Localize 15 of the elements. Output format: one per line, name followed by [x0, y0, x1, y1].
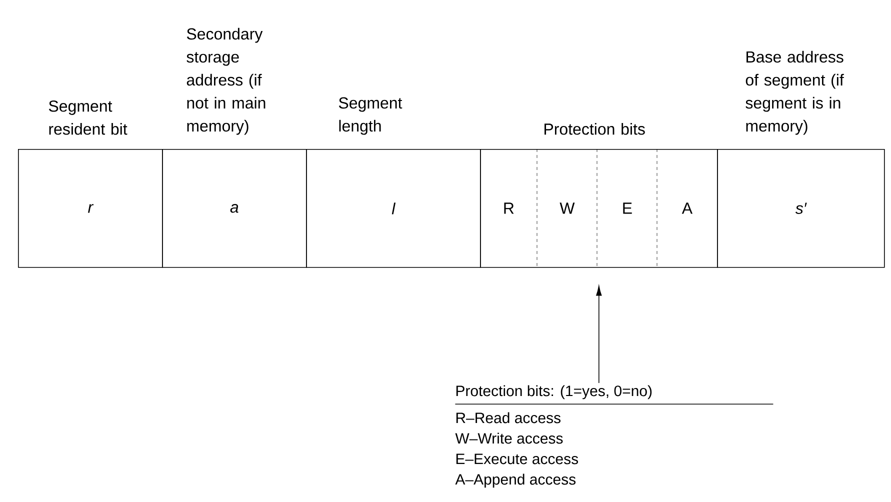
bit-cell: R	[504, 202, 514, 214]
column-heading: Secondary storage address (if not in main memory)	[186, 28, 266, 135]
column-heading: Segment length	[338, 97, 402, 135]
table-cell: a	[162, 149, 307, 268]
arrow	[596, 286, 602, 384]
bit-cell: A	[682, 202, 692, 214]
table-cell: s′	[717, 149, 885, 268]
column-heading: Protection bits	[544, 123, 645, 135]
bit-cell: W	[560, 202, 575, 214]
column-heading: Segment resident bit	[48, 100, 128, 135]
protection-bits-note: Protection bits: (1=yes, 0=no) R–Read access W–Write access E–Execute access A–Append access	[454, 385, 774, 488]
table-cell: l	[306, 149, 481, 268]
bit-cell: E	[623, 202, 632, 214]
column-heading: Base address of segment (if segment is in memory)	[746, 50, 844, 135]
table-cell: r	[18, 149, 163, 268]
